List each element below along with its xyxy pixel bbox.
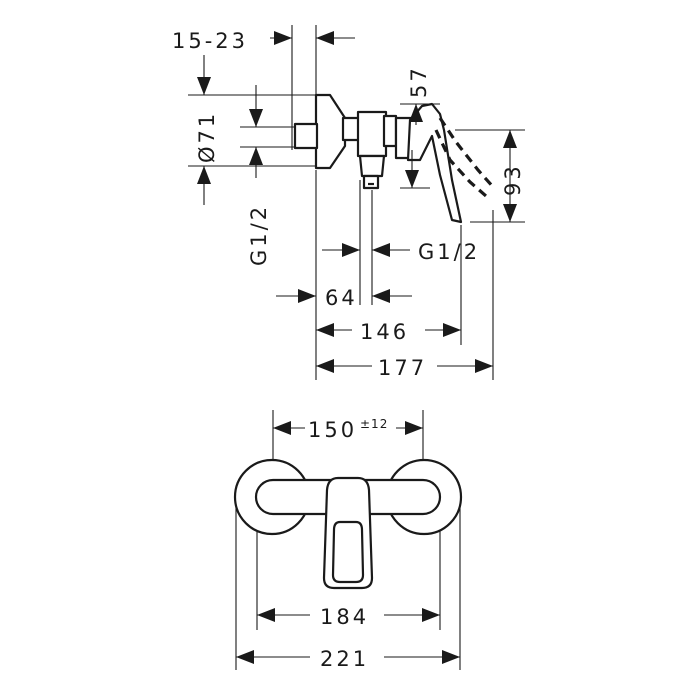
front-view: 150 ±12 184 221 [233, 410, 463, 671]
dim-inlet-thread-label: G1/2 [247, 204, 271, 266]
dim-overall-width-label: 221 [320, 647, 369, 671]
dim-handle-projection-label: 146 [360, 320, 409, 344]
side-view: 15-23 Ø71 G1/2 57 93 G1/2 [172, 25, 525, 380]
handle-rotated-position [438, 117, 496, 190]
handle-rotated-position-lower [434, 129, 488, 198]
escutcheon-flange [314, 93, 347, 170]
dim-centers-tolerance: ±12 [360, 417, 388, 431]
dim-handle-height-label: 93 [501, 163, 525, 196]
handle-lever [406, 102, 463, 224]
dim-inner-width-label: 184 [320, 605, 369, 629]
dim-setback-label: 15-23 [172, 29, 248, 53]
dim-spout-offset-label: 57 [407, 65, 431, 98]
body-ring [382, 114, 398, 148]
mixer-body [356, 110, 388, 158]
outlet-tip [362, 174, 380, 190]
dim-outlet-distance-label: 64 [325, 286, 358, 310]
handle-front-inset [331, 520, 365, 584]
dim-centers-label: 150 [308, 418, 357, 442]
inlet-stub [293, 122, 319, 150]
dim-escutcheon-dia-label: Ø71 [195, 111, 219, 163]
outlet-nozzle [358, 154, 386, 178]
connector-ring [341, 116, 361, 142]
dim-total-projection-label: 177 [378, 356, 427, 380]
dim-outlet-thread-label: G1/2 [418, 240, 480, 264]
